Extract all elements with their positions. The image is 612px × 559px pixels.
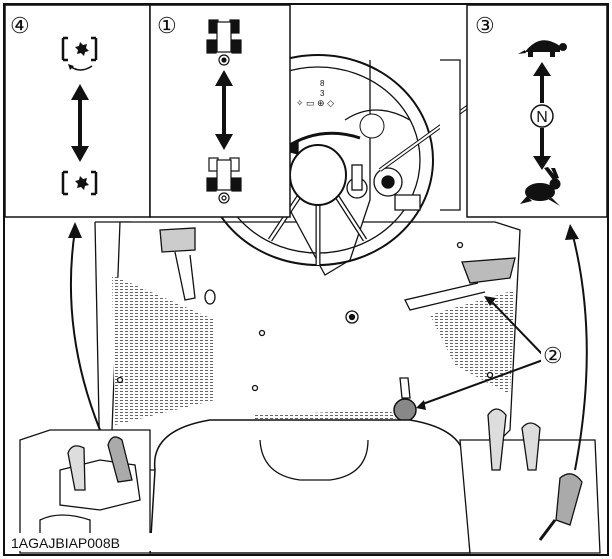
svg-text:✧ ▭ ⊕ ◇: ✧ ▭ ⊕ ◇: [296, 98, 334, 108]
right-lever-b: [521, 422, 541, 471]
callout-2-line-pedal: [489, 299, 544, 356]
floor-mat-left: [112, 275, 215, 425]
callout-2-number: ②: [543, 343, 563, 368]
right-lever-c: [555, 473, 583, 526]
accelerator-pedal: [461, 257, 516, 284]
callout-arrows: [68, 222, 588, 471]
left-lever-a: [67, 445, 86, 491]
panel-4-number: ④: [10, 13, 30, 38]
svg-text:8: 8: [320, 79, 325, 88]
callout-2: ②: [541, 343, 567, 368]
arrow-to-panel-3: [571, 231, 588, 471]
panel-1: ①: [149, 4, 291, 218]
pto-engage-icon: [61, 36, 98, 71]
panel-4: ④: [4, 4, 151, 218]
panel-3-number: ③: [475, 13, 495, 38]
figure-reference-code: 1AGAJBIAP008B: [11, 535, 120, 551]
floor-mat-right: [430, 290, 515, 395]
panel-1-double-arrow: [215, 70, 233, 150]
arrow-to-panel-4: [69, 229, 101, 431]
panel-3: ③ N: [466, 4, 608, 218]
svg-text:3: 3: [320, 89, 325, 98]
pto-disengage-icon: [61, 170, 98, 196]
callout-2-line-lever: [419, 359, 544, 406]
left-lever-b: [107, 436, 133, 483]
neutral-marker: N: [530, 104, 554, 128]
range-lever-knob: [393, 398, 417, 422]
neutral-label: N: [536, 109, 548, 126]
tractor-cab-scene: ✧ ▭ ⊕ ◇ 8 3: [19, 54, 601, 554]
panel-3-double-arrow: [533, 62, 551, 170]
rabbit-fast-icon: [520, 167, 561, 206]
panel-4-double-arrow: [71, 84, 89, 162]
turtle-slow-icon: [518, 40, 567, 57]
operator-seat: [149, 419, 471, 554]
brake-pedal: [159, 227, 196, 253]
right-lever-a: [487, 408, 507, 471]
panel-1-number: ①: [157, 13, 177, 38]
four-wheel-drive-disengaged-icon: [206, 157, 242, 204]
four-wheel-drive-engaged-icon: [206, 19, 242, 66]
